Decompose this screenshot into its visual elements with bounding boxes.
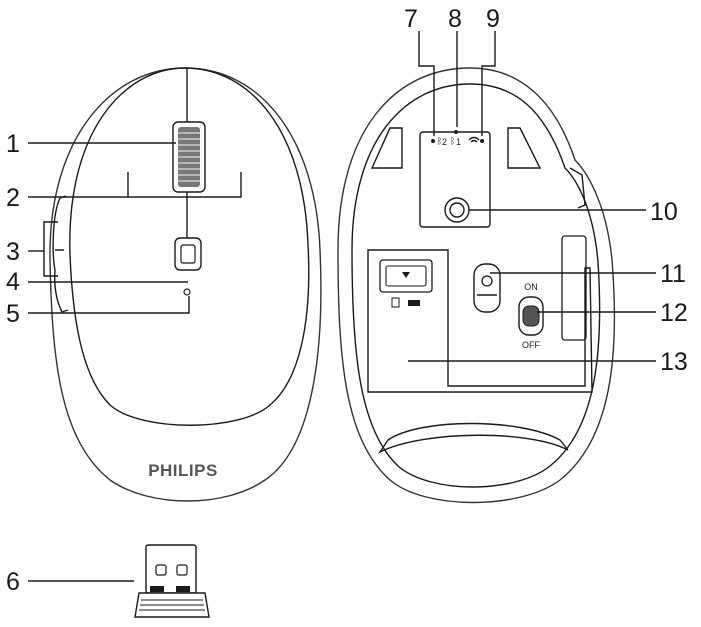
scroll-wheel: [172, 121, 206, 193]
callout-10: 10: [650, 198, 678, 226]
wifi-icon: [468, 136, 480, 143]
foot-front-left: [370, 127, 403, 169]
callout-12: 12: [660, 299, 688, 327]
callouts-right: 10 11 12 13: [408, 198, 688, 376]
mouse-bottom-view: ᛒ 2 ᛒ 1 ON OFF: [337, 67, 616, 504]
callout-8: 8: [448, 5, 462, 33]
usb-receiver: 6: [6, 544, 210, 618]
foot-rear: [377, 422, 569, 454]
callout-4: 4: [6, 268, 20, 296]
callout-1: 1: [6, 130, 20, 158]
side-buttons: [52, 197, 63, 313]
battery-cover: [367, 249, 593, 393]
channel-2-label: 2: [442, 137, 447, 147]
button-area: [69, 67, 310, 426]
optical-sensor: [473, 263, 501, 313]
battery-icon: [408, 300, 420, 306]
callout-7: 7: [404, 5, 418, 33]
brand-logo: PHILIPS: [148, 461, 218, 480]
dongle-storage-icon: [391, 297, 400, 308]
callout-11: 11: [660, 260, 686, 288]
bluetooth-icon: ᛒ: [437, 136, 442, 146]
callout-13: 13: [660, 348, 688, 376]
callouts-left: 1 2 3 4 5: [6, 130, 242, 328]
callout-3: 3: [6, 238, 20, 266]
mouse-top-view: PHILIPS: [49, 67, 322, 502]
switch-on-label: ON: [524, 282, 538, 292]
led-indicator: [183, 288, 191, 296]
callout-5: 5: [6, 300, 20, 328]
receiver-slot: [561, 235, 587, 341]
foot-front-right: [507, 127, 542, 169]
bluetooth-icon: ᛒ: [450, 136, 455, 146]
mouse-shell: [49, 67, 322, 502]
callout-2: 2: [6, 184, 20, 212]
dpi-button: [174, 237, 202, 271]
callout-9: 9: [486, 5, 500, 33]
switch-off-label: OFF: [522, 340, 540, 350]
callout-6: 6: [6, 568, 20, 596]
channel-1-label: 1: [456, 137, 461, 147]
callouts-top: 7 8 9: [404, 5, 500, 136]
arrow-down-icon: [402, 272, 410, 278]
